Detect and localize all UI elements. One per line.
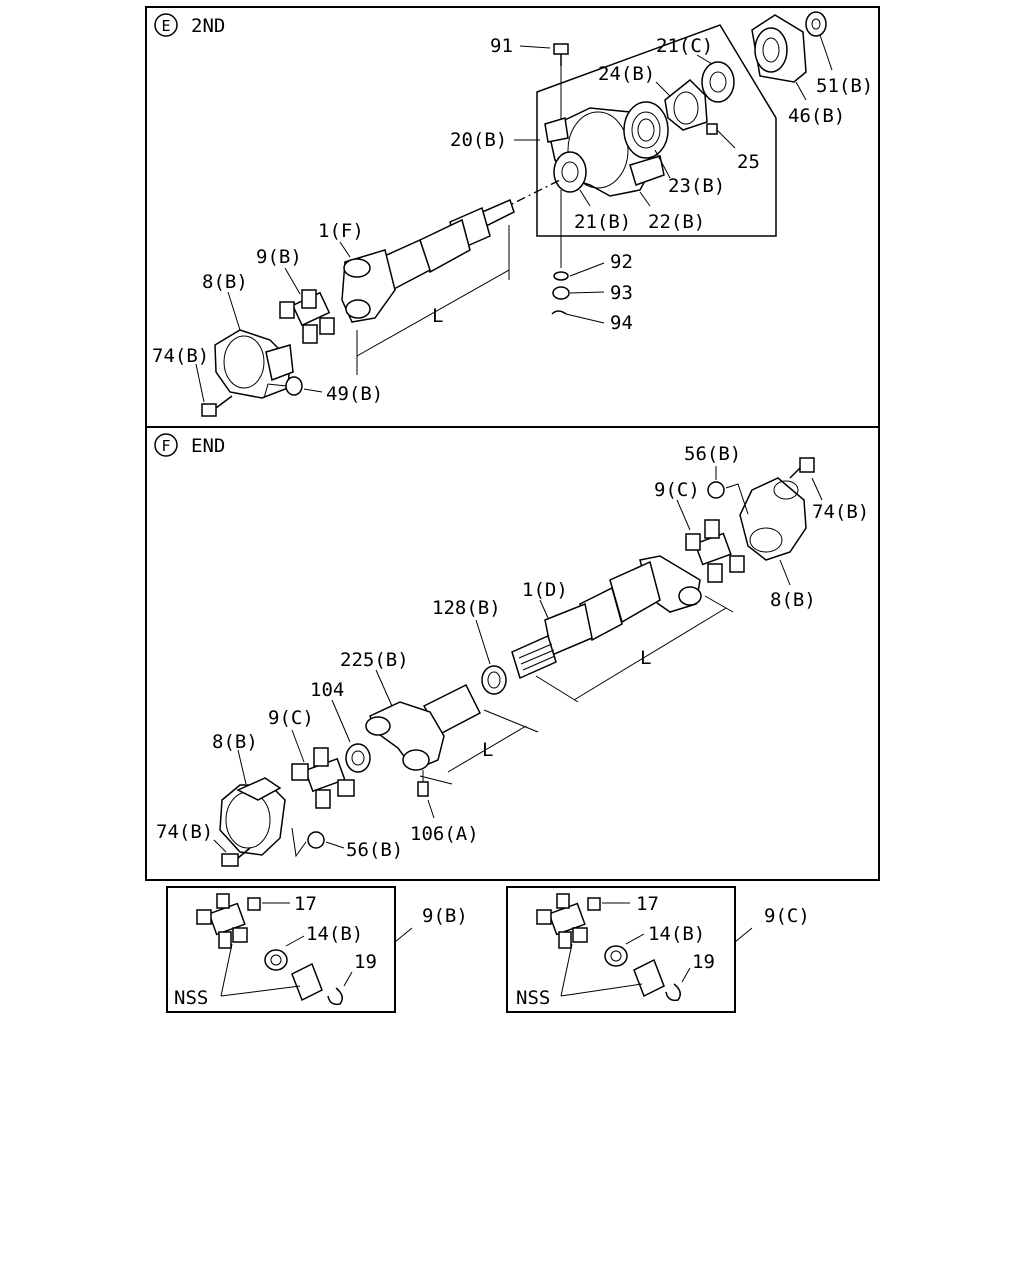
ring-128b	[481, 665, 507, 695]
section-e-header: E 2ND	[154, 13, 225, 37]
callout-l-e: L	[432, 305, 443, 327]
callout-21b: 21(B)	[574, 211, 631, 233]
callout-8b-right: 8(B)	[770, 589, 816, 611]
washer-92	[553, 271, 569, 281]
kit-9b-parts	[196, 893, 343, 1006]
dimension-l-lower	[419, 709, 539, 785]
callout-74b-bottom: 74(B)	[156, 821, 213, 843]
flange-yoke-8b-left	[219, 777, 286, 856]
callout-1f: 1(F)	[318, 220, 364, 242]
bolt-74b-f-bottom	[221, 847, 251, 867]
centerline-e	[499, 179, 561, 211]
kit-9c-parts	[536, 893, 681, 1002]
section-f-header: F END	[154, 433, 225, 457]
section-e-letter: E	[161, 17, 170, 35]
callout-9b: 9(B)	[256, 246, 302, 268]
bolt-91	[553, 43, 569, 130]
kit-9b-callout-14b: 14(B)	[306, 923, 363, 945]
callout-128b: 128(B)	[432, 597, 501, 619]
nut-93	[552, 286, 570, 300]
kit-9c-callout-19: 19	[692, 951, 715, 973]
section-f-letter: F	[161, 437, 170, 455]
callout-25: 25	[737, 151, 760, 173]
callout-92: 92	[610, 251, 633, 273]
kit-frame-9b	[166, 886, 396, 1013]
callout-74b-e: 74(B)	[152, 345, 209, 367]
propeller-shaft-1f	[341, 198, 515, 323]
universal-joint-9c-left	[291, 747, 355, 809]
kit-9c-title: 9(C)	[764, 905, 810, 927]
seal-21b	[553, 151, 587, 193]
seal-104	[345, 743, 371, 773]
callout-1d: 1(D)	[522, 579, 568, 601]
callout-51b: 51(B)	[816, 75, 873, 97]
callout-9c-left: 9(C)	[268, 707, 314, 729]
kit-9c-nss: NSS	[516, 987, 550, 1009]
seal-21c	[701, 61, 735, 103]
callout-24b: 24(B)	[598, 63, 655, 85]
callout-8b: 8(B)	[202, 271, 248, 293]
kit-9c-callout-14b: 14(B)	[648, 923, 705, 945]
callout-21c: 21(C)	[656, 35, 713, 57]
kit-frame-9c	[506, 886, 736, 1013]
nut-51b	[805, 11, 827, 37]
callout-8b-left: 8(B)	[212, 731, 258, 753]
callout-9c-top: 9(C)	[654, 479, 700, 501]
main-frame	[145, 6, 880, 881]
dimension-l-e	[356, 225, 510, 375]
kit-9b-nss: NSS	[174, 987, 208, 1009]
section-f-badge	[154, 433, 178, 457]
grease-nipple-25	[706, 123, 736, 149]
callout-104: 104	[310, 679, 344, 701]
kit-9b-callout-19: 19	[354, 951, 377, 973]
callout-23b: 23(B)	[668, 175, 725, 197]
callout-225b: 225(B)	[340, 649, 409, 671]
center-bearing-frame	[536, 24, 777, 237]
kit-9c-callout-17: 17	[636, 893, 659, 915]
callout-l-upper: L	[640, 647, 651, 669]
flange-yoke-8b	[214, 329, 294, 399]
nut-49b	[285, 376, 303, 396]
nut-56b-f-top	[707, 481, 725, 499]
nut-56b-f-bottom	[307, 831, 325, 849]
slip-yoke-225b	[365, 683, 481, 771]
section-f-title: END	[191, 435, 225, 457]
callout-l-lower: L	[482, 739, 493, 761]
bolt-74b-f-top	[789, 457, 815, 479]
universal-joint-9b	[279, 289, 335, 344]
propeller-shaft-1d	[511, 555, 702, 680]
universal-joint-9c-top	[685, 519, 745, 583]
callout-106a: 106(A)	[410, 823, 479, 845]
flange-46b	[751, 14, 807, 83]
dimension-l-upper	[535, 595, 734, 703]
bolt-74b-e	[201, 395, 233, 417]
callout-56b-bottom: 56(B)	[346, 839, 403, 861]
callout-22b: 22(B)	[648, 211, 705, 233]
callout-74b-top: 74(B)	[812, 501, 869, 523]
kit-9b-callout-17: 17	[294, 893, 317, 915]
kit-9b-title: 9(B)	[422, 905, 468, 927]
callout-20b: 20(B)	[450, 129, 507, 151]
callout-49b: 49(B)	[326, 383, 383, 405]
dust-cover-24b	[664, 78, 708, 131]
callout-46b: 46(B)	[788, 105, 845, 127]
cotter-pin-94	[551, 310, 567, 315]
bearing-23b	[623, 101, 669, 159]
callout-93: 93	[610, 282, 633, 304]
section-e-title: 2ND	[191, 15, 225, 37]
callout-56b-top: 56(B)	[684, 443, 741, 465]
callout-91: 91	[490, 35, 513, 57]
section-e-badge	[154, 13, 178, 37]
grease-nipple-106a	[417, 770, 435, 819]
callout-94: 94	[610, 312, 633, 334]
flange-yoke-8b-right	[739, 477, 807, 561]
